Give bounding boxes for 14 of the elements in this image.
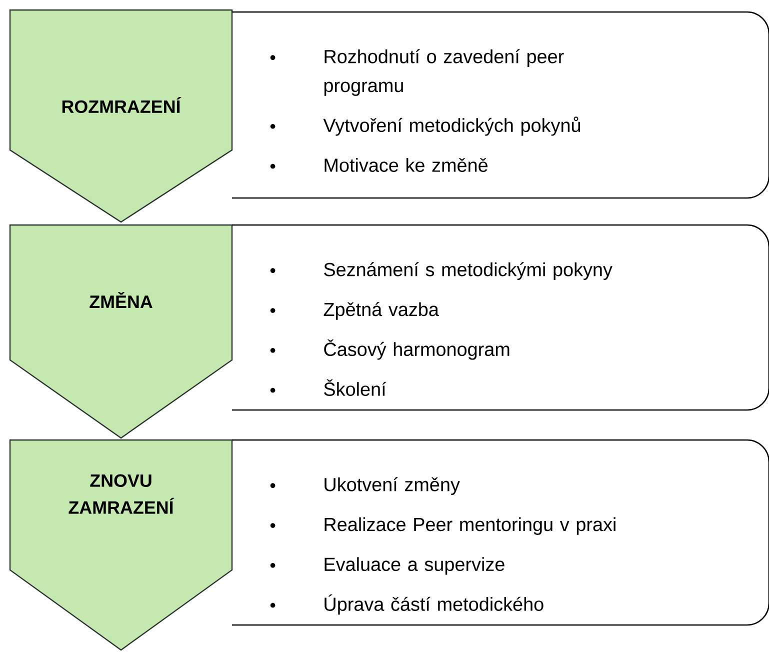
bullet-list-box: Seznámení s metodickými pokyny Zpětná vazba Časový harmonogram Školení [232,224,769,411]
node-label: Rozhodnutí o zavedení peer programu [324,49,564,96]
node-label: Úprava částí metodického [324,594,544,615]
node-label: Školení [324,379,386,396]
node-label: Evaluace a supervize [324,557,504,575]
node-label: Motivace ke změně [324,158,488,172]
node-label: Seznámení s metodickými pokyny [324,262,612,280]
node-label: Časový harmonogram [324,339,510,360]
bullet-list-box: Ukotvení změny Realizace Peer mentoringu v praxi Evaluace a supervize Úprava částí metodického [232,439,769,626]
node-label: Realizace Peer mentoringu v praxi [324,517,616,535]
node-label: Vytvoření metodických pokynů [323,116,580,136]
bullet-list-box: Rozhodnutí o zavedení peer programu Vytvoření metodických pokynů Motivace ke změně [232,11,769,199]
node-label: Zpětná vazba [324,302,439,320]
node-label: Ukotvení změny [324,477,460,496]
